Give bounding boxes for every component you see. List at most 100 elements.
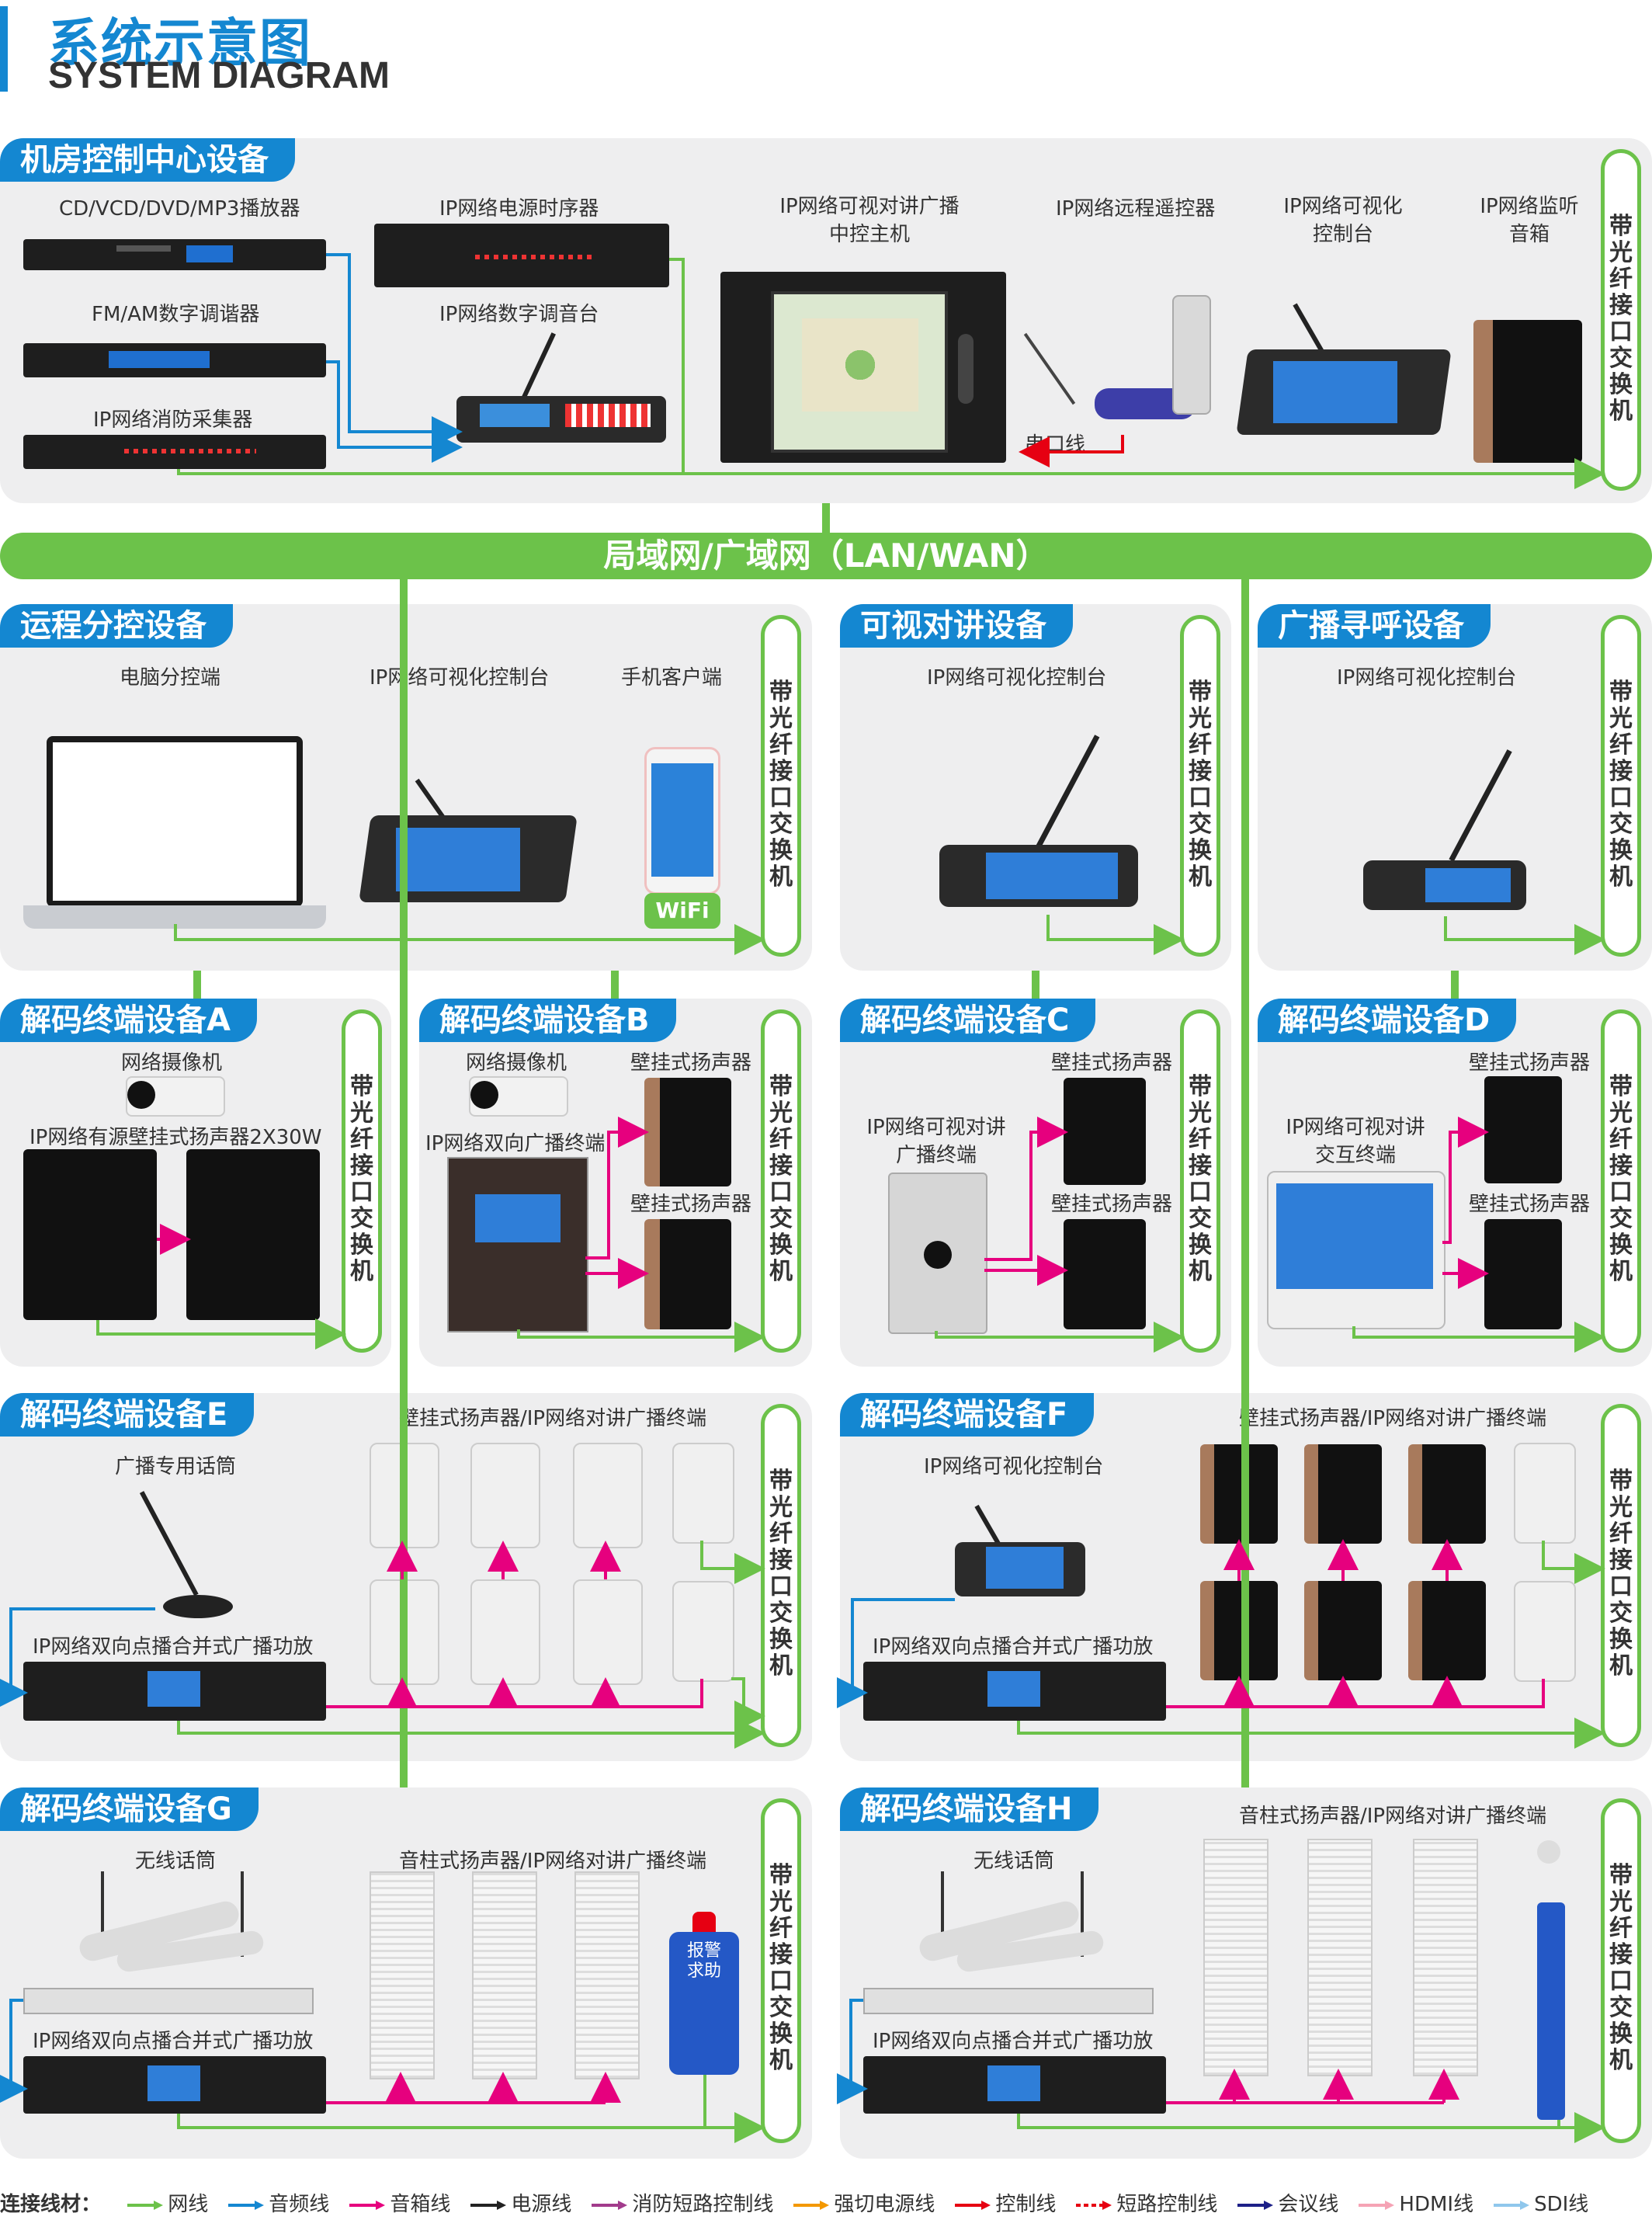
legend-item: 消防短路控制线 <box>592 2193 773 2216</box>
legend-item: 强切电源线 <box>793 2193 935 2216</box>
label-speaker-group: 壁挂式扬声器/IP网络对讲广播终端 <box>399 1407 707 1430</box>
panel-title: 解码终端设备D <box>1258 999 1517 1042</box>
fiber-switch: 带光纤接口交换机 <box>761 615 801 957</box>
visual-console-device <box>1236 295 1452 443</box>
broadcast-terminal-device <box>447 1157 588 1332</box>
panel-title: 可视对讲设备 <box>840 604 1073 648</box>
legend-label: 短路控制线 <box>1116 2193 1218 2216</box>
column-speaker-2 <box>1307 1839 1373 2076</box>
active-speaker-left <box>23 1149 157 1320</box>
legend-label: 网线 <box>168 2193 209 2216</box>
label-broadcast-terminal: IP网络双向广播终端 <box>425 1132 606 1155</box>
legend-item: 音频线 <box>228 2193 329 2216</box>
wifi-badge: WiFi <box>644 893 720 929</box>
broadcast-mic-device <box>139 1478 233 1620</box>
intercom-terminal-1 <box>672 1443 734 1544</box>
panel-title: 解码终端设备A <box>0 999 257 1042</box>
fiber-switch: 带光纤接口交换机 <box>1601 1009 1641 1353</box>
intercom-console-device <box>939 713 1138 915</box>
label-paging-console: IP网络可视化控制台 <box>1337 666 1517 690</box>
lan-backbone <box>0 533 1652 579</box>
column-speaker-1 <box>370 1871 435 2079</box>
label-wall-speaker-2: 壁挂式扬声器 <box>1469 1193 1591 1216</box>
label-fm-tuner: FM/AM数字调谐器 <box>92 303 260 326</box>
label-amplifier: IP网络双向点播合并式广播功放 <box>873 1635 1154 1659</box>
column-speaker-3 <box>574 1871 640 2079</box>
label-speaker-group: 壁挂式扬声器/IP网络对讲广播终端 <box>1239 1407 1547 1430</box>
legend: 连接线材： 网线 音频线音箱线 电源线消防短路控制线 强切电源线 控制线 短路控制线 会议线… <box>0 2188 1588 2217</box>
label-wireless-mic: 无线话筒 <box>135 1850 217 1873</box>
intercom-terminal-2 <box>672 1581 734 1682</box>
fiber-switch: 带光纤接口交换机 <box>761 1404 801 1747</box>
label-wall-speaker-1: 壁挂式扬声器 <box>1051 1051 1173 1075</box>
wall-speaker-bottom-3 <box>1408 1581 1486 1680</box>
label-wall-speaker-2: 壁挂式扬声器 <box>630 1193 752 1216</box>
legend-swatch <box>470 2200 507 2210</box>
label-power-sequencer: IP网络电源时序器 <box>439 197 599 221</box>
monitor-speaker-device <box>1473 320 1582 463</box>
switch-label: 带光纤接口交换机 <box>1189 1073 1212 1285</box>
legend-label: HDMI线 <box>1399 2193 1474 2216</box>
label-fire-collector: IP网络消防采集器 <box>93 408 253 432</box>
label-interactive-terminal: IP网络可视对讲 交互终端 <box>1286 1116 1425 1167</box>
active-speaker-right <box>186 1149 320 1320</box>
amplifier-device <box>863 2056 1166 2114</box>
wall-speaker-1 <box>1484 1076 1562 1183</box>
paging-console-device <box>1363 736 1526 916</box>
label-camera: 网络摄像机 <box>121 1051 223 1075</box>
label-monitor-speaker: IP网络监听 音箱 <box>1480 195 1579 246</box>
emergency-pole-device <box>1526 1840 1570 2120</box>
wall-speaker-bottom-1 <box>1200 1581 1278 1680</box>
wall-speaker-top-3 <box>573 1443 643 1548</box>
legend-swatch <box>349 2200 386 2210</box>
amplifier-device <box>863 1662 1166 1721</box>
legend-label: 会议线 <box>1278 2193 1339 2216</box>
legend-label: 强切电源线 <box>834 2193 935 2216</box>
header-accent-bar <box>0 6 8 92</box>
camera-device <box>469 1076 568 1117</box>
wall-speaker-2 <box>1064 1219 1146 1329</box>
wall-speaker-1 <box>1064 1078 1146 1185</box>
fiber-switch: 带光纤接口交换机 <box>1180 615 1220 957</box>
label-column-speakers: 音柱式扬声器/IP网络对讲广播终端 <box>399 1850 707 1873</box>
legend-item: 音箱线 <box>349 2193 450 2216</box>
panel-title: 解码终端设备F <box>840 1393 1095 1437</box>
camera-device <box>126 1076 225 1117</box>
label-amplifier: IP网络双向点播合并式广播功放 <box>873 2030 1154 2053</box>
wall-speaker-top-3 <box>1408 1444 1486 1544</box>
label-cd-player: CD/VCD/DVD/MP3播放器 <box>59 197 300 221</box>
wall-speaker-2 <box>1484 1219 1562 1329</box>
switch-label: 带光纤接口交换机 <box>350 1073 373 1285</box>
label-column-speakers: 音柱式扬声器/IP网络对讲广播终端 <box>1239 1805 1547 1828</box>
legend-items: 网线 音频线音箱线 电源线消防短路控制线 强切电源线 控制线 短路控制线 会议线 HDMI线 S… <box>107 2193 1588 2216</box>
panel-title: 解码终端设备H <box>840 1787 1099 1831</box>
panel-title: 解码终端设备E <box>0 1393 255 1437</box>
fm-tuner-device <box>23 343 326 377</box>
page-title: 系统示意图 <box>48 13 312 73</box>
legend-label: 电源线 <box>511 2193 572 2216</box>
fiber-switch: 带光纤接口交换机 <box>342 1009 382 1353</box>
wall-speaker-bottom-2 <box>1304 1581 1382 1680</box>
wall-speaker-top-1 <box>1200 1444 1278 1544</box>
cd-player-device <box>23 239 326 270</box>
wall-speaker-1 <box>644 1078 731 1186</box>
legend-swatch <box>1494 2200 1530 2210</box>
panel-title: 解码终端设备B <box>419 999 676 1042</box>
legend-label: 控制线 <box>995 2193 1057 2216</box>
remote-controller-device <box>1023 295 1211 435</box>
legend-swatch <box>1359 2200 1395 2210</box>
legend-item: SDI线 <box>1494 2193 1588 2216</box>
switch-label: 带光纤接口交换机 <box>1609 1468 1633 1680</box>
label-intercom-terminal: IP网络可视对讲 广播终端 <box>866 1116 1006 1167</box>
central-host-device <box>720 272 1006 463</box>
label-central-host: IP网络可视对讲广播 中控主机 <box>779 195 960 246</box>
legend-title: 连接线材： <box>0 2193 102 2216</box>
fiber-switch: 带光纤接口交换机 <box>1180 1009 1220 1353</box>
label-amplifier: IP网络双向点播合并式广播功放 <box>33 2030 314 2053</box>
panel-title: 解码终端设备C <box>840 999 1096 1042</box>
page-subtitle: SYSTEM DIAGRAM <box>48 55 390 96</box>
label-wireless-mic: 无线话筒 <box>974 1850 1055 1873</box>
legend-label: 音频线 <box>269 2193 330 2216</box>
panel-title: 解码终端设备G <box>0 1787 259 1831</box>
legend-item: 短路控制线 <box>1076 2193 1217 2216</box>
